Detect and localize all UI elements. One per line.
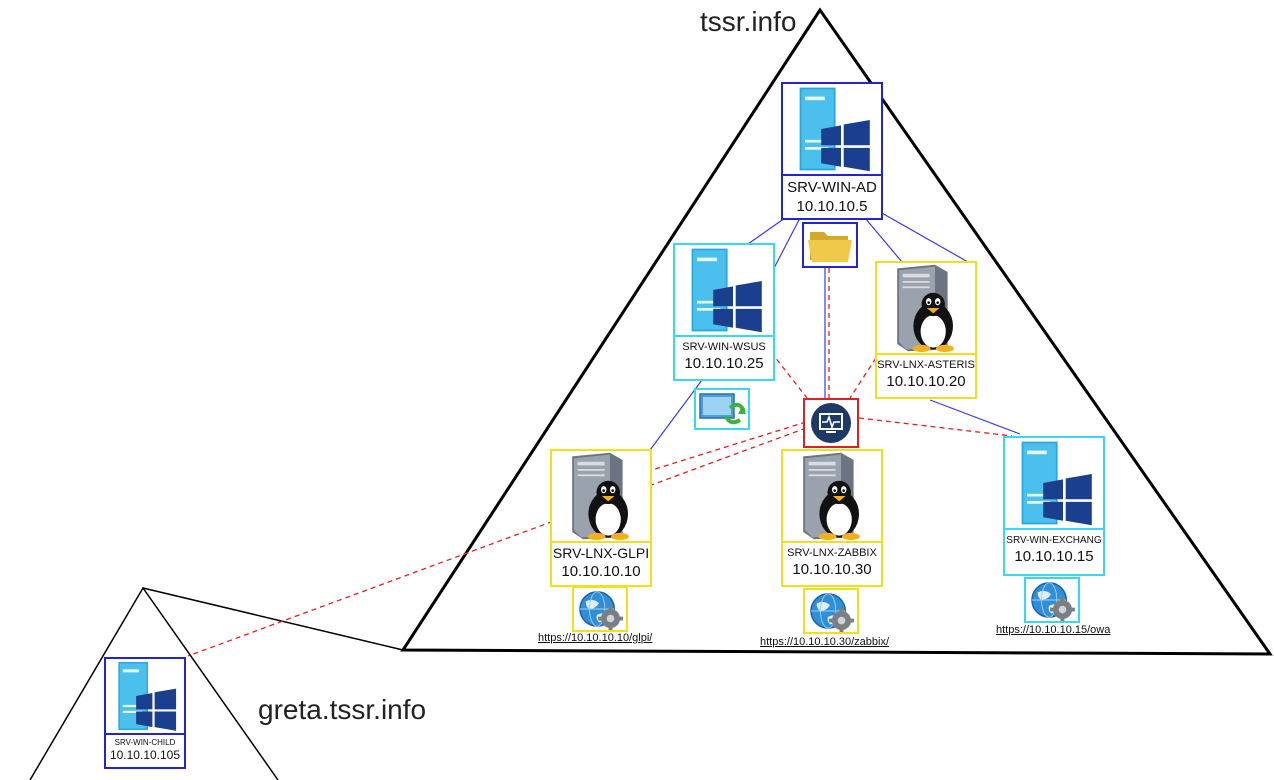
domain-trust-line [142, 587, 404, 651]
server-ad[interactable]: SRV-WIN-AD 10.10.10.5 [781, 82, 883, 220]
globe-gear-icon[interactable] [1024, 577, 1080, 623]
domain-label-child: greta.tssr.info [258, 694, 427, 725]
linux-tux-server-icon [875, 261, 977, 355]
windows-server-icon [104, 657, 186, 735]
server-child[interactable]: SRV-WIN-CHILD 10.10.10.105 [104, 657, 186, 769]
server-name: SRV-WIN-EXCHANG [1006, 535, 1102, 546]
server-asterisk-label: SRV-LNX-ASTERIS 10.10.10.20 [875, 353, 977, 399]
server-ip: 10.10.10.15 [1014, 547, 1094, 565]
monitoring-icon[interactable] [803, 398, 859, 448]
server-exchange-label: SRV-WIN-EXCHANG 10.10.10.15 [1003, 528, 1105, 576]
server-name: SRV-LNX-ASTERIS [877, 359, 975, 371]
server-glpi-label: SRV-LNX-GLPI 10.10.10.10 [550, 541, 652, 587]
server-ip: 10.10.10.10 [561, 562, 641, 580]
globe-gear-icon[interactable] [572, 586, 628, 632]
server-child-label: SRV-WIN-CHILD 10.10.10.105 [104, 733, 186, 769]
server-zabbix-label: SRV-LNX-ZABBIX 10.10.10.30 [781, 541, 883, 587]
folder-icon[interactable] [802, 222, 858, 268]
server-ip: 10.10.10.30 [792, 560, 872, 578]
linux-tux-server-icon [781, 449, 883, 543]
server-ip: 10.10.10.25 [684, 354, 764, 372]
server-ip: 10.10.10.5 [796, 197, 868, 215]
server-name: SRV-WIN-CHILD [114, 738, 176, 747]
zabbix-url-link[interactable]: https://10.10.10.30/zabbix/ [760, 636, 890, 648]
exchange-url-link[interactable]: https://10.10.10.15/owa [996, 624, 1111, 636]
update-icon[interactable] [694, 388, 750, 430]
windows-server-icon [781, 82, 883, 176]
server-name: SRV-WIN-AD [787, 179, 877, 196]
domain-label-root: tssr.info [700, 6, 797, 37]
server-name: SRV-LNX-ZABBIX [787, 547, 877, 559]
server-asterisk[interactable]: SRV-LNX-ASTERIS 10.10.10.20 [875, 261, 977, 399]
server-glpi[interactable]: SRV-LNX-GLPI 10.10.10.10 [550, 449, 652, 587]
server-name: SRV-LNX-GLPI [552, 545, 650, 561]
server-ip: 10.10.10.105 [109, 748, 181, 762]
globe-gear-icon[interactable] [803, 588, 859, 634]
windows-server-icon [1003, 436, 1105, 530]
server-exchange[interactable]: SRV-WIN-EXCHANG 10.10.10.15 [1003, 436, 1105, 576]
server-wsus[interactable]: SRV-WIN-WSUS 10.10.10.25 [673, 243, 775, 381]
server-zabbix[interactable]: SRV-LNX-ZABBIX 10.10.10.30 [781, 449, 883, 587]
linux-tux-server-icon [550, 449, 652, 543]
windows-server-icon [673, 243, 775, 337]
server-name: SRV-WIN-WSUS [682, 341, 766, 353]
glpi-url-link[interactable]: https://10.10.10.10/glpi/ [538, 632, 653, 644]
server-ip: 10.10.10.20 [886, 372, 966, 390]
server-ad-label: SRV-WIN-AD 10.10.10.5 [781, 174, 883, 220]
server-wsus-label: SRV-WIN-WSUS 10.10.10.25 [673, 335, 775, 381]
